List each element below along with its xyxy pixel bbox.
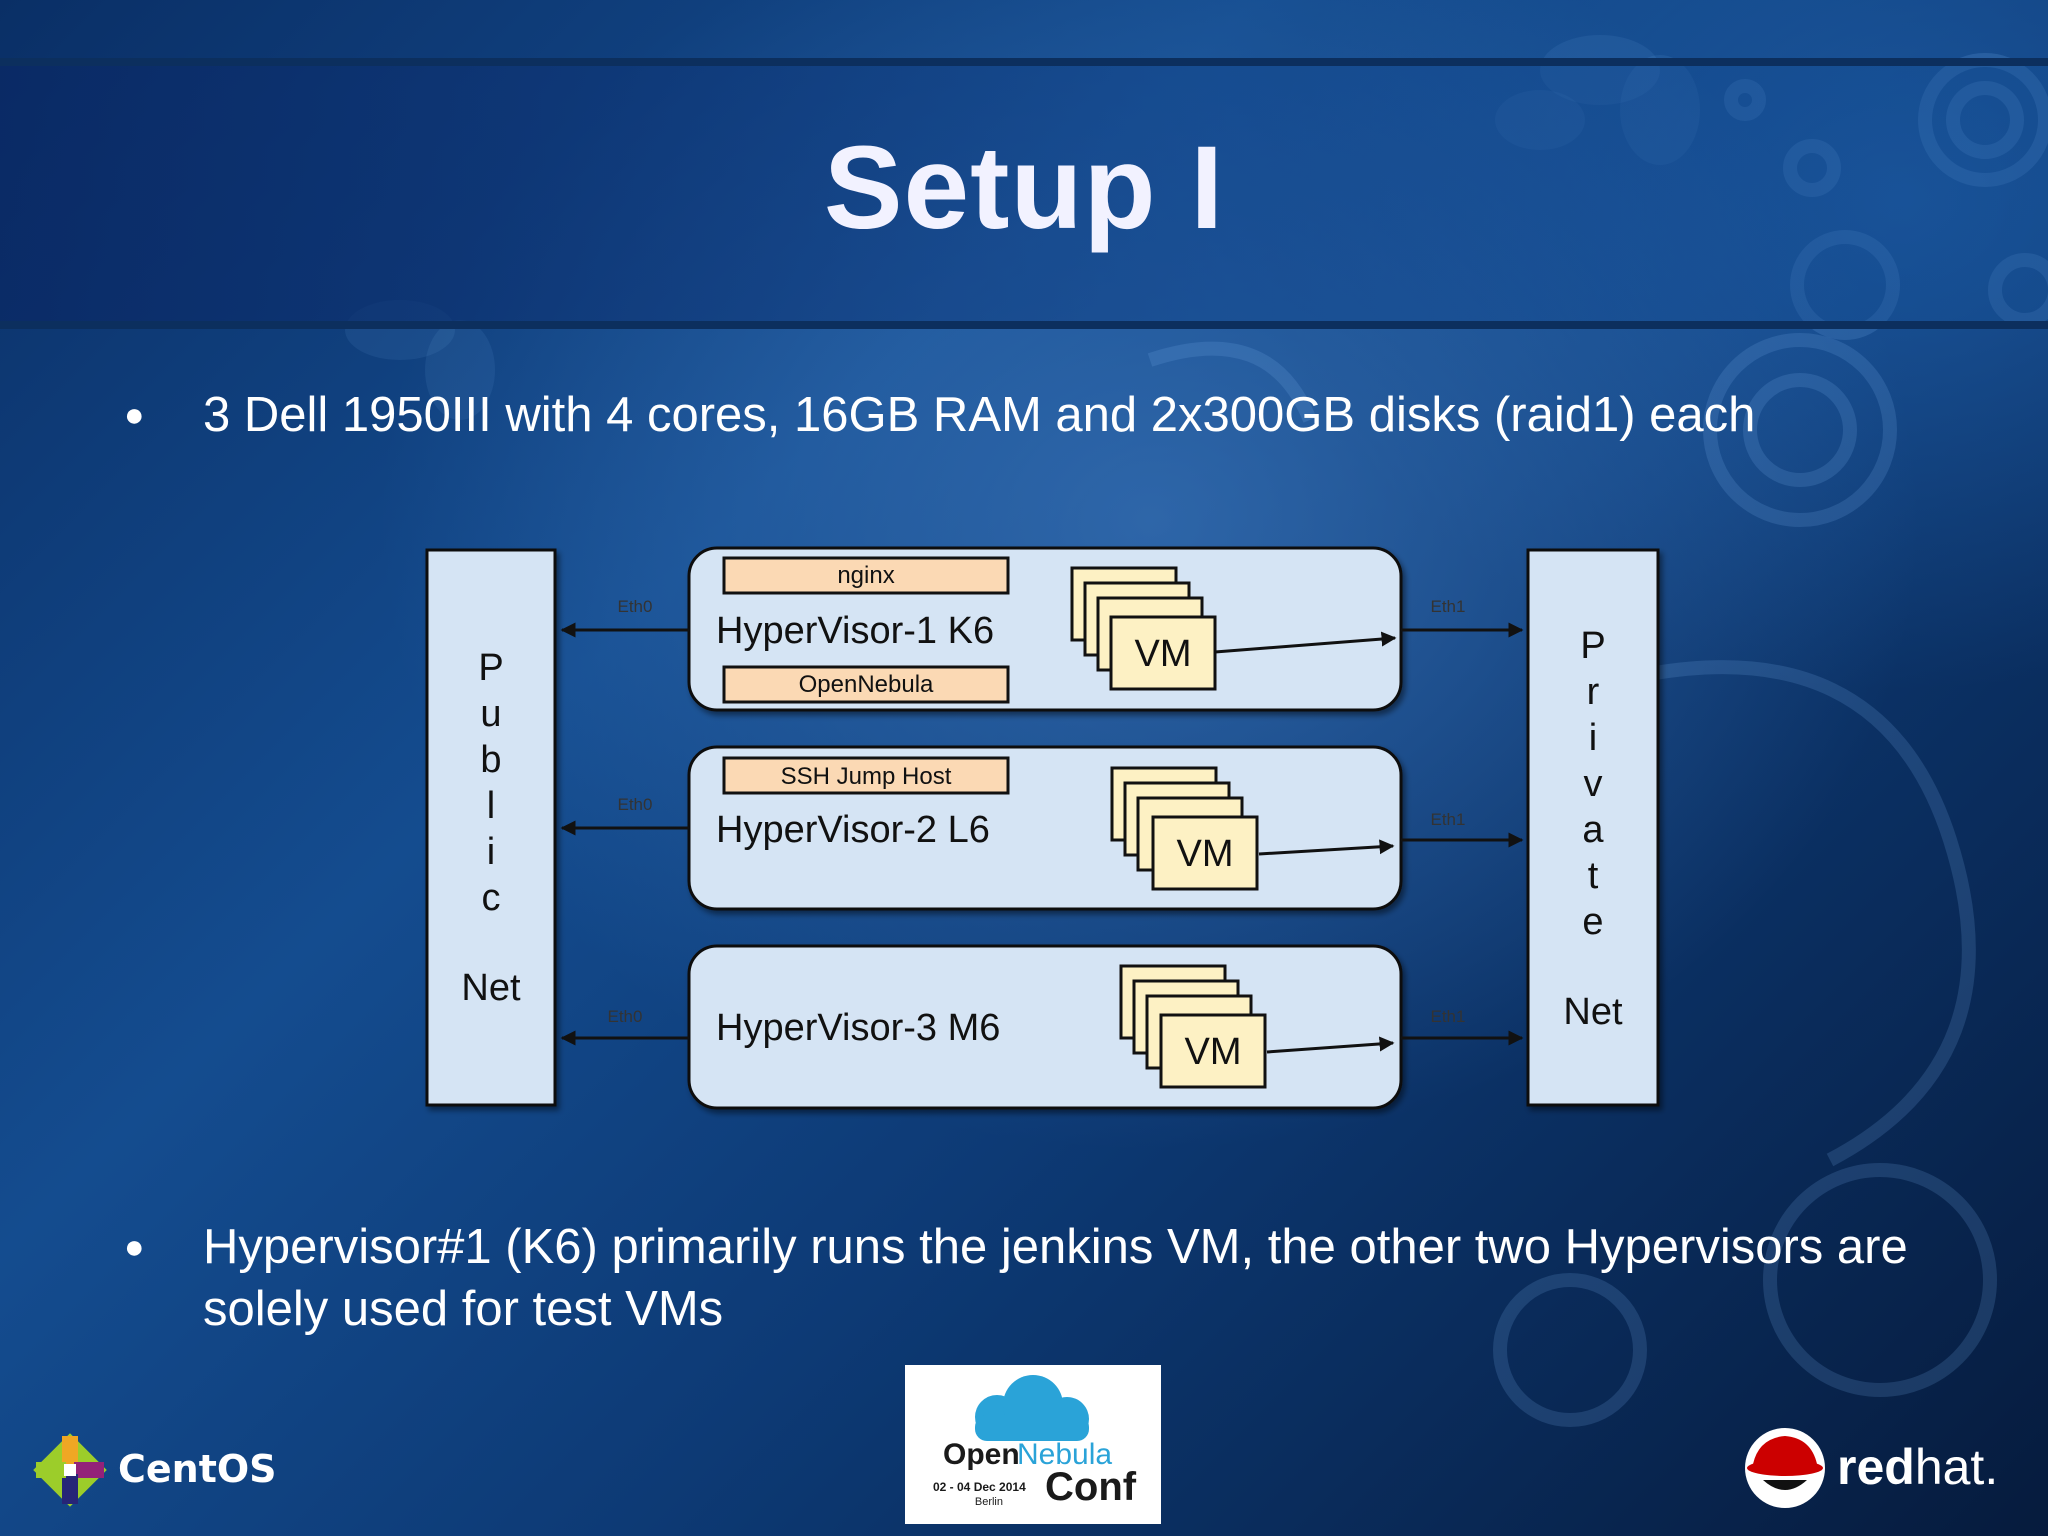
centos-icon [33,1433,107,1507]
vm-stack-1: VM [1070,566,1217,691]
eth0-label: Eth0 [618,795,653,814]
hypervisor-3-box: HyperVisor-3 M6 VM [687,944,1403,1110]
redhat-light: hat. [1915,1439,1998,1495]
vm-stack-2: VM [1110,766,1259,891]
bullet-hypervisor-usage: ● Hypervisor#1 (K6) primarily runs the j… [124,1216,2004,1346]
network-diagram: P u b l i c Net P r i v a t e Net nginx … [425,546,1660,1110]
redhat-wordmark: redhat. [1837,1439,1998,1495]
bullet-hardware-text: 3 Dell 1950III with 4 cores, 16GB RAM an… [203,388,1756,442]
private-letter: i [1589,717,1597,759]
cloud-icon: Open Nebula 02 - 04 Dec 2014 Berlin Conf [933,1375,1137,1509]
private-letter: a [1582,809,1604,851]
vm-label: VM [1185,1031,1242,1073]
service-nginx-label: nginx [837,562,894,589]
eth1-label: Eth1 [1431,597,1466,616]
conf-city: Berlin [975,1496,1003,1508]
title-band [0,58,2048,329]
public-letter: l [487,785,495,827]
public-letter: u [480,693,501,735]
hypervisor-2-name: HyperVisor-2 L6 [716,809,990,851]
conf-open: Open [943,1438,1020,1471]
service-nginx [722,556,1010,595]
bullet-hardware: ● 3 Dell 1950III with 4 cores, 16GB RAM … [124,384,1984,454]
opennebula-conf-logo: Open Nebula 02 - 04 Dec 2014 Berlin Conf [905,1365,1161,1524]
public-letter: b [480,739,501,781]
redhat-bold: red [1837,1439,1915,1495]
private-letter: v [1584,763,1603,805]
eth0-label: Eth0 [618,597,653,616]
hypervisor-1-box: nginx HyperVisor-1 K6 OpenNebula VM [687,546,1403,712]
eth1-label: Eth1 [1431,810,1466,829]
slide-title: Setup I [823,122,1225,254]
conf-conf: Conf [1045,1465,1137,1509]
private-letter: t [1588,855,1599,897]
vm-label: VM [1177,833,1234,875]
public-net-label: Net [461,967,521,1009]
private-letter: P [1580,625,1605,667]
public-letter: P [478,647,503,689]
vm-stack-3: VM [1119,964,1267,1089]
redhat-logo: redhat. [1745,1418,2015,1508]
eth0-label: Eth0 [608,1007,643,1026]
service-ssh-jump-host [722,756,1010,795]
redhat-shadowman-icon [1745,1428,1825,1508]
conf-dates: 02 - 04 Dec 2014 [933,1480,1026,1494]
hypervisor-1-name: HyperVisor-1 K6 [716,610,994,652]
public-letter: i [487,831,495,873]
private-net-label: Net [1563,991,1623,1033]
private-letter: e [1582,901,1603,943]
centos-logo: CentOS [30,1430,290,1510]
bullet-marker: ● [124,1228,145,1266]
private-letter: r [1587,671,1600,713]
public-letter: c [482,877,501,919]
public-net-box: P u b l i c Net [425,548,557,1107]
service-opennebula-label: OpenNebula [799,671,934,698]
centos-wordmark: CentOS [118,1447,277,1491]
service-opennebula [722,665,1010,704]
hypervisor-2-box: SSH Jump Host HyperVisor-2 L6 VM [687,745,1403,911]
eth1-label: Eth1 [1431,1007,1466,1026]
bullet-hypervisor-usage-text: Hypervisor#1 (K6) primarily runs the jen… [203,1220,1908,1336]
hypervisor-3-name: HyperVisor-3 M6 [716,1007,1000,1049]
service-ssh-jump-host-label: SSH Jump Host [781,763,952,790]
vm-label: VM [1135,633,1192,675]
conf-nebula: Nebula [1017,1438,1112,1471]
bullet-marker: ● [124,396,145,434]
private-net-box: P r i v a t e Net [1526,548,1660,1107]
